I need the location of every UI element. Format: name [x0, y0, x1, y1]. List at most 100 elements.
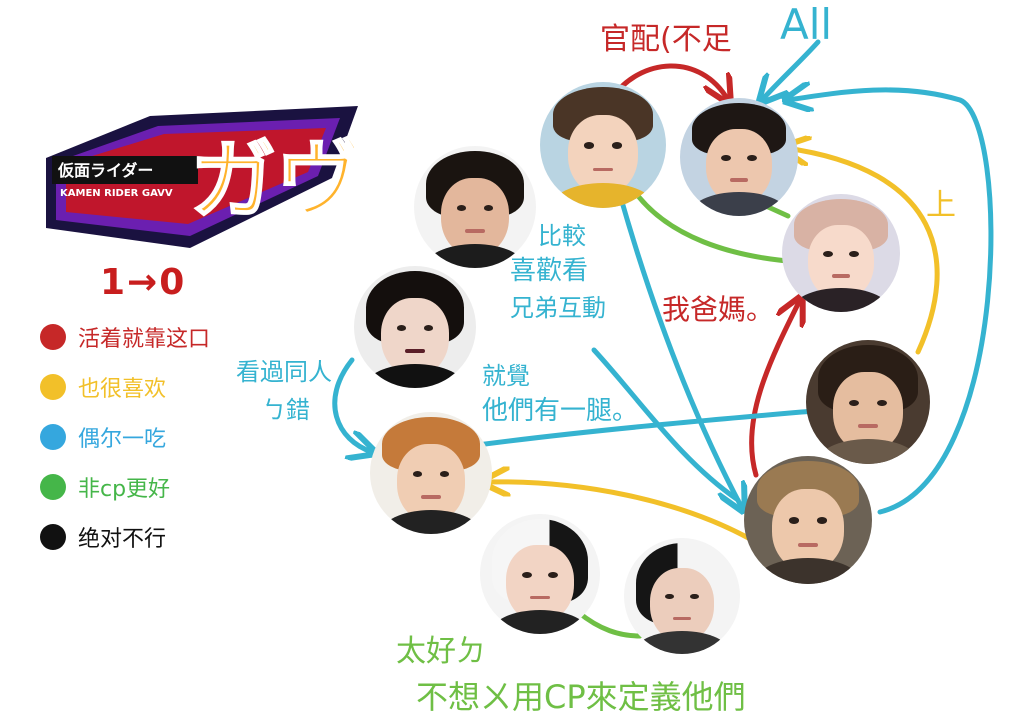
avatar-mouth: [831, 274, 851, 278]
note-feel-line2: 他們有一腿。: [482, 396, 639, 426]
avatar-body: [791, 288, 891, 312]
arrow-all: [762, 39, 821, 100]
legend-label: 活着就靠这口: [78, 327, 211, 352]
line-green-bottom: [575, 609, 643, 639]
legend-item: 绝对不行: [40, 512, 210, 562]
avatar-mouth: [592, 167, 614, 172]
avatar-eye: [548, 571, 558, 578]
legend-item: 也很喜欢: [40, 362, 210, 412]
avatar-eye: [664, 593, 674, 600]
legend-dot-black: [40, 524, 66, 550]
svg-text:仮面ライダー: 仮面ライダー: [57, 161, 153, 180]
arrow-parents: [749, 300, 800, 478]
avatar-eye: [584, 142, 595, 149]
avatar-eye: [483, 204, 494, 211]
avatar-mouth: [672, 616, 692, 621]
legend-title: 1→0: [100, 262, 187, 303]
avatar-mouth: [421, 494, 441, 499]
avatar-eye: [849, 399, 860, 406]
avatar-mouth: [465, 228, 485, 233]
avatar-body: [633, 630, 731, 654]
avatar-eye: [816, 517, 828, 524]
note-feel-line1: 就覺: [482, 362, 530, 390]
avatar-face: [705, 128, 773, 205]
avatar-white-black-hair-2: [624, 538, 740, 654]
avatar-eye: [721, 154, 731, 161]
avatar-eye: [456, 204, 467, 211]
legend-item: 非cp更好: [40, 462, 210, 512]
avatar-glasses-man: [370, 412, 492, 534]
note-like-line2: 喜歡看: [510, 256, 589, 286]
avatar-face: [807, 224, 875, 301]
avatar-eye: [611, 142, 622, 149]
note-all: All: [780, 0, 833, 49]
note-up: 上: [926, 188, 956, 223]
avatar-dark-woman: [354, 266, 476, 388]
avatar-body: [689, 192, 789, 216]
avatar-body: [550, 182, 656, 208]
avatar-face: [567, 114, 639, 196]
avatar-body: [489, 610, 591, 634]
avatar-curly-hair-man: [540, 82, 666, 208]
note-bottom-line1: 太好ㄉ: [396, 634, 486, 669]
avatar-eye: [823, 250, 833, 257]
arrow-up: [786, 148, 940, 355]
legend-label: 绝对不行: [78, 527, 167, 552]
avatar-mouth: [405, 348, 425, 353]
avatar-eye: [747, 154, 757, 161]
avatar-body: [379, 509, 483, 534]
arrow-yellow-bottom: [486, 482, 755, 543]
note-official: 官配(不足: [600, 22, 732, 57]
avatar-eye: [423, 324, 434, 331]
arrow-diagonal: [617, 192, 742, 508]
legend-dot-green: [40, 474, 66, 500]
arrow-right-loop: [788, 90, 994, 515]
legend-item: 活着就靠这口: [40, 312, 210, 362]
avatar-face: [772, 489, 844, 572]
kamen-rider-gavv-logo: 仮面ライダー KAMEN RIDER GAVV ガヴ: [46, 106, 363, 248]
legend-dot-red: [40, 324, 66, 350]
avatar-eye: [788, 517, 800, 524]
avatar-body: [754, 558, 862, 584]
avatar-curly-glasses-man: [806, 340, 930, 464]
line-horizontal: [467, 407, 828, 449]
avatar-eye: [522, 571, 532, 578]
avatar-face: [440, 177, 510, 256]
legend-dot-blue: [40, 424, 66, 450]
avatar-eye: [876, 399, 887, 406]
avatar-eye: [412, 470, 423, 477]
avatar-mouth: [797, 543, 819, 547]
avatar-mouth: [858, 424, 878, 429]
avatar-white-black-hair-1: [480, 514, 600, 634]
note-like-line1: 比較: [538, 222, 586, 250]
avatar-eye: [849, 250, 859, 257]
svg-text:KAMEN RIDER GAVV: KAMEN RIDER GAVV: [60, 188, 173, 199]
avatar-eye: [690, 593, 700, 600]
avatar-pink-hair-woman: [782, 194, 900, 312]
note-parents: 我爸媽。: [662, 293, 775, 326]
note-bottom-line2: 不想ㄨ用CP來定義他們: [416, 678, 746, 716]
note-read-line2: ㄅ錯: [262, 396, 310, 424]
legend-label: 非cp更好: [78, 477, 171, 502]
legend-dot-yellow: [40, 374, 66, 400]
legend: 活着就靠这口 也很喜欢 偶尔一吃 非cp更好 绝对不行: [40, 312, 210, 562]
avatar-face: [396, 443, 466, 522]
avatar-wavy-hair-man: [744, 456, 872, 584]
avatar-face: [833, 372, 903, 452]
avatar-long-hair-man: [414, 146, 536, 268]
avatar-face: [506, 545, 574, 622]
avatar-face: [380, 297, 450, 376]
avatar-eye: [396, 324, 407, 331]
legend-label: 偶尔一吃: [78, 427, 167, 452]
avatar-eye: [439, 470, 450, 477]
svg-text:ガヴ: ガヴ: [190, 131, 362, 231]
legend-item: 偶尔一吃: [40, 412, 210, 462]
legend-label: 也很喜欢: [78, 377, 167, 402]
arrow-feel: [591, 347, 741, 503]
avatar-mouth: [530, 595, 550, 600]
avatar-face: [649, 568, 715, 643]
note-read-line1: 看過同人: [236, 358, 332, 386]
avatar-body: [363, 363, 467, 388]
arrow-read: [332, 357, 372, 452]
avatar-mouth: [729, 178, 749, 182]
